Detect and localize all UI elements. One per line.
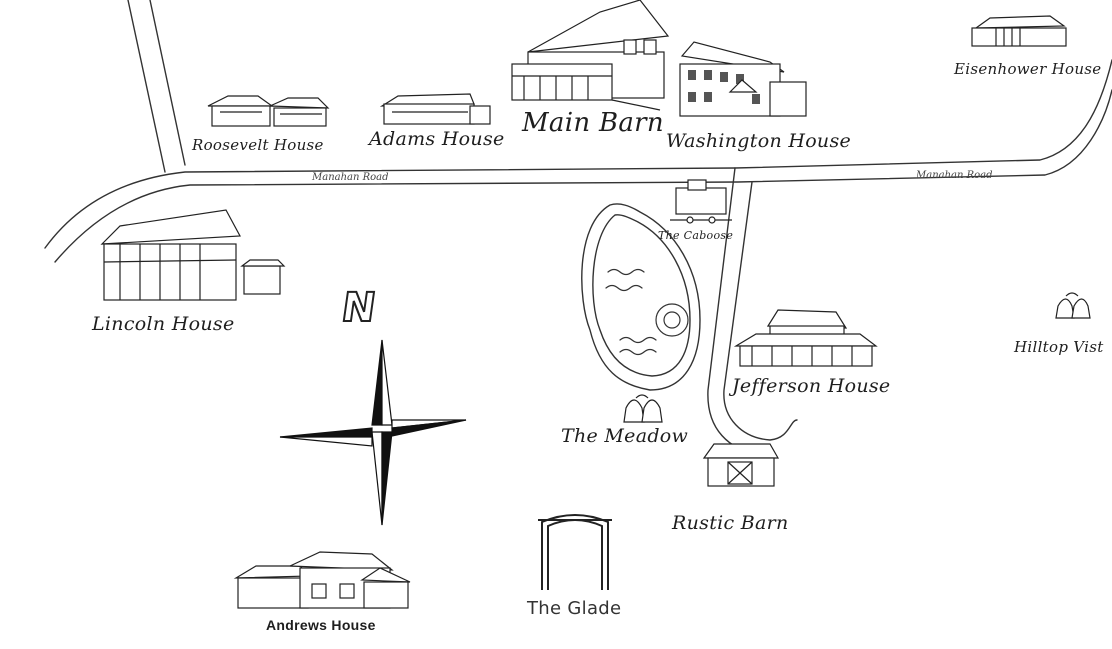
label-lincoln-house: Lincoln House: [92, 313, 235, 335]
label-the-meadow: The Meadow: [561, 425, 689, 447]
label-hilltop-vist: Hilltop Vist: [1014, 338, 1104, 356]
pond-waves: [605, 268, 689, 356]
adams-house-drawing: [379, 93, 491, 125]
label-the-caboose: The Caboose: [658, 229, 734, 242]
compass-north-label: N: [338, 284, 380, 332]
compass-rose-icon: [279, 339, 467, 526]
label-adams-house: Adams House: [369, 128, 505, 150]
lincoln-house-drawing: [100, 209, 286, 301]
rustic-barn-drawing: [702, 443, 780, 487]
label-the-glade: The Glade: [527, 598, 622, 619]
roosevelt-house-drawing: [207, 95, 330, 127]
jefferson-house-drawing: [733, 309, 878, 367]
wedding-arch-icon: [538, 514, 612, 590]
label-andrews-house: Andrews House: [266, 617, 376, 633]
road-label-right: Manahan Road: [916, 170, 993, 181]
label-rustic-barn: Rustic Barn: [672, 512, 789, 534]
meadow-path: [581, 203, 701, 391]
label-jefferson-house: Jefferson House: [732, 375, 891, 397]
wedding-bells-icon: [623, 394, 663, 423]
label-roosevelt-house: Roosevelt House: [192, 136, 324, 154]
label-washington-house: Washington House: [666, 130, 852, 152]
label-main-barn: Main Barn: [522, 108, 664, 138]
caboose-drawing: [670, 179, 732, 224]
main-barn-drawing: [511, 0, 670, 111]
eisenhower-house-drawing: [971, 15, 1067, 47]
road-label-left: Manahan Road: [312, 172, 389, 183]
label-eisenhower-house: Eisenhower House: [954, 60, 1102, 78]
washington-house-drawing: [679, 41, 807, 117]
wedding-bells-icon: [1055, 292, 1091, 319]
manahan-road: [44, 0, 1112, 263]
andrews-house-drawing: [233, 551, 411, 609]
